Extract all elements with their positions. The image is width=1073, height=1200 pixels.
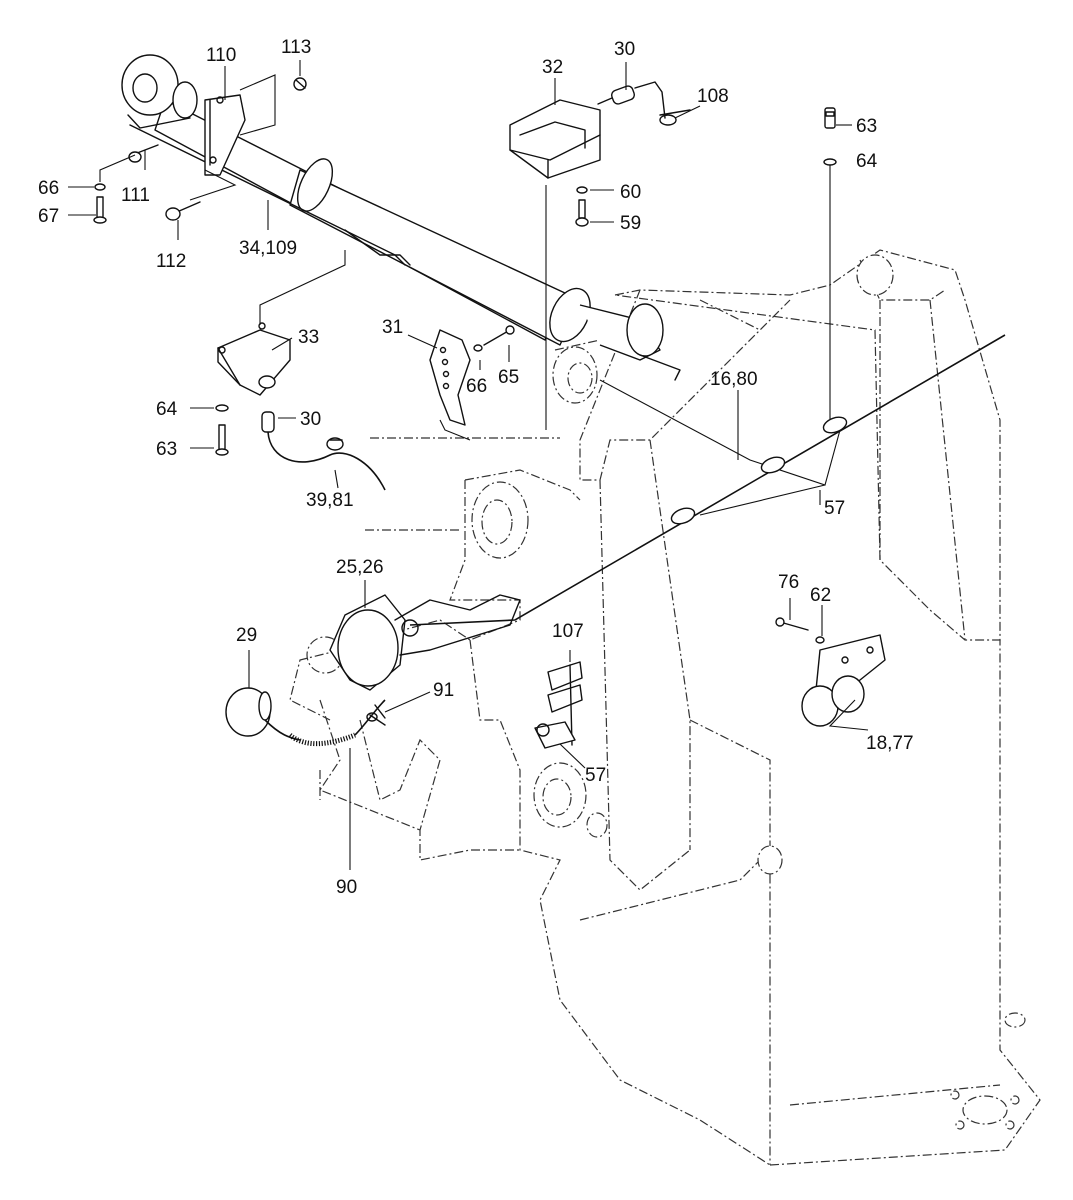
label-108: 108 (697, 86, 729, 107)
reflector-18-77 (801, 634, 886, 727)
callout-labels: 110 113 32 30 108 63 64 66 111 67 112 34… (38, 37, 914, 898)
label-110: 110 (206, 45, 236, 66)
label-60: 60 (620, 182, 641, 203)
label-67: 67 (38, 206, 59, 227)
boom-body (289, 249, 1041, 1166)
label-66-mid: 66 (466, 376, 487, 397)
label-65: 65 (498, 367, 519, 388)
wire-harness-16-80 (409, 334, 1006, 626)
label-107: 107 (552, 621, 584, 642)
label-25-26: 25,26 (336, 557, 384, 578)
label-31: 31 (382, 317, 403, 338)
label-30-top: 30 (614, 39, 635, 60)
label-76: 76 (778, 572, 799, 593)
label-91: 91 (433, 680, 454, 701)
label-90: 90 (336, 877, 357, 898)
label-32: 32 (542, 57, 563, 78)
bracket-31 (429, 329, 471, 441)
hydraulic-cylinder (121, 54, 681, 381)
label-39-81: 39,81 (306, 490, 354, 511)
clip-107 (534, 661, 583, 749)
label-30-left: 30 (300, 409, 321, 430)
label-64-top: 64 (856, 151, 878, 172)
sensor-bracket-32 (509, 81, 691, 179)
sensor-30-left (261, 411, 386, 491)
lamp-29 (225, 687, 386, 747)
lamp-25-26 (329, 594, 521, 691)
label-57-right: 57 (824, 498, 845, 519)
label-34-109: 34,109 (239, 238, 297, 259)
label-59: 59 (620, 213, 641, 234)
label-18-77: 18,77 (866, 733, 914, 754)
label-57-mid: 57 (585, 765, 606, 786)
label-112: 112 (156, 251, 186, 272)
bracket-110 (189, 74, 307, 201)
label-63-top: 63 (856, 116, 877, 137)
bracket-33 (217, 250, 346, 396)
label-16-80: 16,80 (710, 369, 758, 390)
label-62: 62 (810, 585, 831, 606)
label-111: 111 (121, 185, 150, 206)
label-113: 113 (281, 37, 311, 58)
label-64-left: 64 (156, 399, 178, 420)
label-29: 29 (236, 625, 257, 646)
label-66-left: 66 (38, 178, 59, 199)
leader-lines (68, 60, 869, 870)
label-63-left: 63 (156, 439, 177, 460)
label-33: 33 (298, 327, 319, 348)
